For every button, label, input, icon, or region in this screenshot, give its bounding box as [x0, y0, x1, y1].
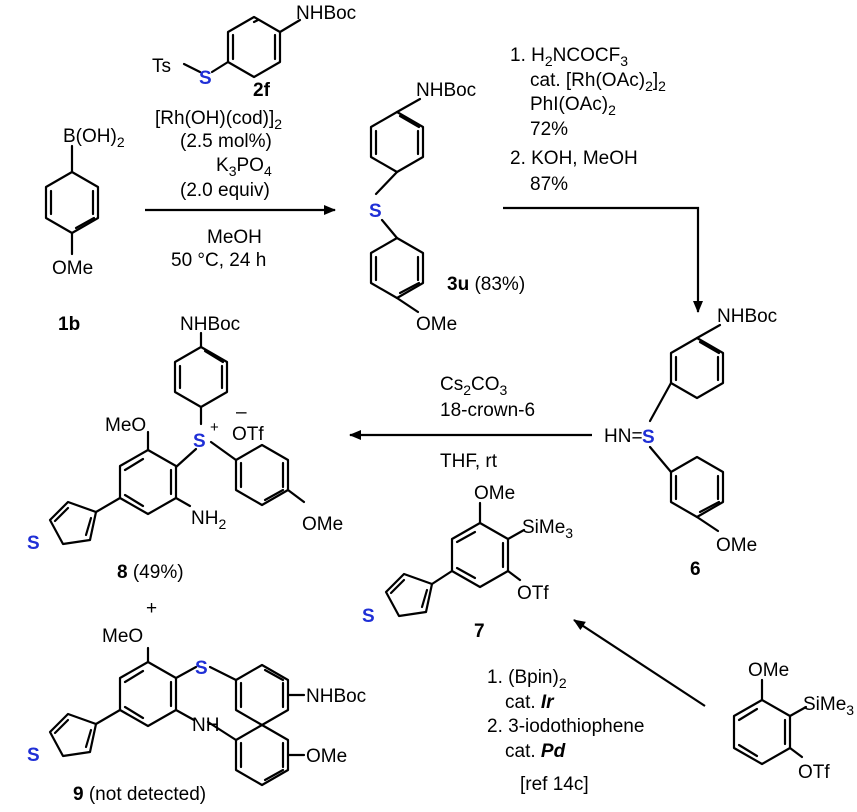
- conditions-step-3: Cs2CO3 18-crown-6 THF, rt: [440, 374, 535, 472]
- step-2-1-catalyst: cat. [Rh(OAc)2]2: [530, 70, 666, 94]
- tosyl-label: Ts: [152, 56, 171, 77]
- methoxy-left-label: MeO: [102, 626, 143, 647]
- reaction-arrow-2: [503, 206, 703, 313]
- reference-label: [ref 14c]: [520, 774, 589, 795]
- compound-label-1b: 1b: [58, 314, 80, 335]
- temperature-time-label: 50 °C, 24 h: [171, 250, 266, 271]
- reaction-arrow-4: [573, 619, 706, 707]
- boronic-acid-label: B(OH)2: [63, 126, 125, 150]
- nhboc-label: NHBoc: [180, 314, 240, 335]
- compound-9: MeO S NHBoc NH OMe S 9 (not detected): [27, 626, 366, 805]
- conditions-step-2: 1. H2NCOCF3 cat. [Rh(OAc)2]2 PhI(OAc)2 7…: [510, 45, 666, 195]
- methoxy-left-label: MeO: [105, 415, 146, 436]
- step-2-1-reagent: 1. H2NCOCF3: [510, 45, 628, 69]
- sulfur-atom: S: [642, 427, 655, 448]
- thiophene-sulfur: S: [362, 606, 375, 627]
- compound-label-3u: 3u (83%): [447, 274, 525, 295]
- methoxy-right-label: OMe: [306, 746, 347, 767]
- thiophene-sulfur: S: [27, 533, 40, 554]
- methoxy-label: OMe: [416, 314, 457, 335]
- sulfur-atom: S: [369, 201, 382, 222]
- base-equiv-label: (2.0 equiv): [180, 180, 270, 201]
- silyl-label: SiMe3: [522, 517, 573, 541]
- triflate-label: OTf: [517, 583, 549, 604]
- compound-label-9: 9 (not detected): [73, 784, 206, 805]
- compound-label-8: 8 (49%): [117, 562, 184, 583]
- compound-8: NHBoc MeO S + – OTf NH2 OMe S 8 (49%): [27, 314, 343, 583]
- step-4-2-catalyst: cat. Pd: [505, 741, 566, 762]
- step-2-1-oxidant: PhI(OAc)2: [530, 94, 616, 118]
- conditions-step-1: [Rh(OH)(cod)]2 (2.5 mol%) K3PO4 (2.0 equ…: [155, 108, 282, 271]
- compound-1b: B(OH)2 OMe 1b: [44, 126, 125, 335]
- base-label: K3PO4: [216, 155, 272, 179]
- plus-charge: +: [210, 419, 219, 436]
- step-4-2-reagent: 2. 3-iodothiophene: [487, 716, 644, 737]
- silyl-label: SiMe3: [803, 694, 854, 718]
- compound-7: OMe SiMe3 OTf S 7: [362, 483, 573, 642]
- cesium-carbonate-label: Cs2CO3: [440, 374, 508, 398]
- nhboc-label: NHBoc: [416, 80, 476, 101]
- nhboc-label: NHBoc: [717, 306, 777, 327]
- precursor-compound: OMe SiMe3 OTf: [732, 660, 854, 783]
- step-2-2-reagent: 2. KOH, MeOH: [510, 148, 638, 169]
- sulfur-atom: S: [195, 658, 208, 679]
- methoxy-label: OMe: [748, 660, 789, 681]
- triflate-counterion: OTf: [232, 424, 264, 445]
- compound-3u: NHBoc S OMe 3u (83%): [369, 80, 525, 335]
- reagent-2f: Ts S NHBoc 2f: [152, 3, 356, 101]
- amine-label: NH2: [191, 508, 226, 532]
- nhboc-label: NHBoc: [306, 686, 366, 707]
- plus-sign: +: [146, 598, 157, 619]
- minus-charge: –: [236, 402, 247, 423]
- solvent-label: MeOH: [207, 227, 262, 248]
- step-4-1-catalyst: cat. Ir: [505, 692, 555, 713]
- sulfonium-atom: S: [193, 431, 206, 452]
- thf-rt-label: THF, rt: [440, 451, 498, 472]
- step-2-2-yield: 87%: [530, 174, 568, 195]
- step-4-1-reagent: 1. (Bpin)2: [487, 667, 567, 691]
- step-2-1-yield: 72%: [530, 119, 568, 140]
- compound-6: NHBoc HN= S OMe 6: [604, 306, 777, 580]
- sulfur-atom: S: [199, 68, 212, 89]
- crown-ether-label: 18-crown-6: [440, 400, 535, 421]
- methoxy-label: OMe: [52, 258, 93, 279]
- compound-label-2f: 2f: [253, 80, 271, 101]
- compound-label-6: 6: [690, 559, 701, 580]
- catalyst-loading-label: (2.5 mol%): [180, 131, 272, 152]
- compound-label-7: 7: [474, 621, 485, 642]
- methoxy-label: OMe: [716, 535, 757, 556]
- methoxy-label: OMe: [474, 483, 515, 504]
- thiophene-sulfur: S: [27, 745, 40, 766]
- triflate-label: OTf: [798, 762, 830, 783]
- nhboc-label: NHBoc: [296, 3, 356, 24]
- methoxy-right-label: OMe: [302, 514, 343, 535]
- rh-catalyst-label: [Rh(OH)(cod)]2: [155, 108, 282, 132]
- conditions-step-4: 1. (Bpin)2 cat. Ir 2. 3-iodothiophene ca…: [487, 667, 644, 795]
- imine-label: HN=: [604, 426, 643, 447]
- nh-label: NH: [192, 715, 219, 736]
